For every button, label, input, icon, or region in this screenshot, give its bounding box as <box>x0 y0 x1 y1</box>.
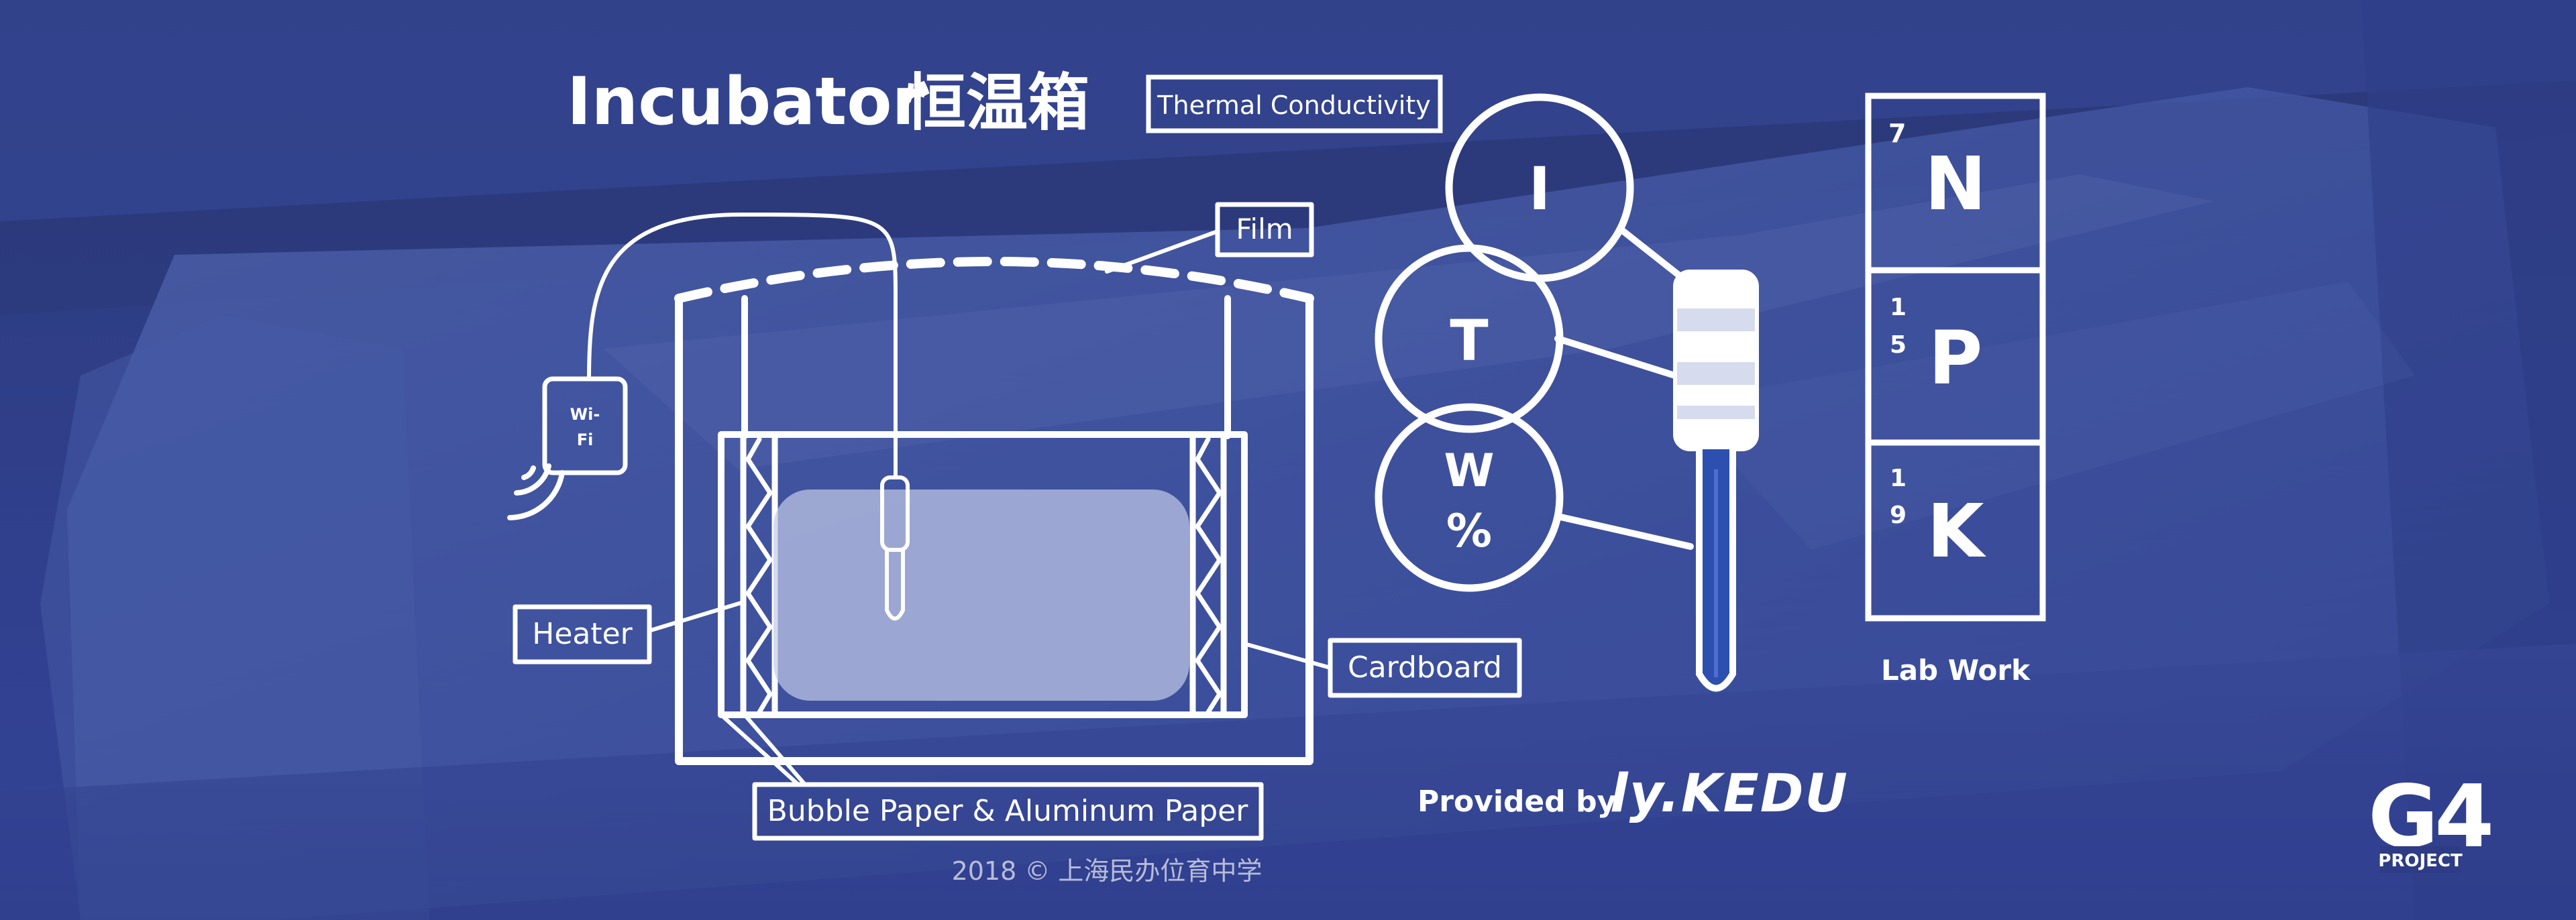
sensor-symbol-w: W <box>1444 445 1494 498</box>
project-logo-sub-frame <box>2380 846 2461 873</box>
provided-by-label: Provided by <box>1417 785 1616 819</box>
bubble-paper-right <box>1195 437 1222 715</box>
npk-p-number-1: 1 <box>1890 294 1907 321</box>
npk-p-symbol: P <box>1929 315 1983 401</box>
npk-cell-k <box>1865 439 2046 622</box>
outer-box <box>675 294 1313 765</box>
cardboard-label: Cardboard <box>1348 650 1502 685</box>
provider-logo: ly.KEDU <box>1610 764 1849 824</box>
npk-caption: Lab Work <box>1881 654 2031 687</box>
sensor-symbol-percent: % <box>1446 505 1492 558</box>
insulation-label-frame <box>752 782 1264 841</box>
bubble-paper-left <box>745 437 773 715</box>
npk-n-number: 7 <box>1888 119 1906 148</box>
badge-frame <box>1146 74 1443 133</box>
npk-k-symbol: K <box>1927 488 1986 574</box>
heater-label: Heater <box>532 617 633 651</box>
title-chinese: 恒温箱 <box>904 67 1089 139</box>
film-lid <box>674 257 1314 303</box>
probe-head <box>880 475 910 552</box>
wifi-label-line2: Fi <box>577 430 594 449</box>
insulation-label: Bubble Paper & Aluminum Paper <box>767 794 1249 828</box>
film-label-frame <box>1215 202 1314 257</box>
npk-table <box>1865 93 2046 622</box>
wifi-module <box>542 376 628 475</box>
wifi-label-line1: Wi- <box>570 405 600 424</box>
badge-thermal-conductivity: Thermal Conductivity <box>1157 91 1430 120</box>
project-logo-sub: PROJECT <box>2378 851 2463 871</box>
wifi-signal-icon <box>521 465 536 480</box>
sensor-cable <box>587 213 898 478</box>
npk-k-number-1: 1 <box>1890 465 1907 492</box>
cardboard-label-frame <box>1328 638 1522 698</box>
copyright-text: 2018 © 上海民办位育中学 <box>952 856 1263 886</box>
heater-label-frame <box>513 604 652 665</box>
soil-probe-icon <box>1673 270 1759 692</box>
sensor-circle-moisture <box>1375 403 1564 592</box>
npk-k-number-2: 9 <box>1890 502 1907 529</box>
soil-sample <box>773 490 1189 701</box>
probe-tip <box>885 548 905 621</box>
sensor-symbol-i: I <box>1529 154 1551 223</box>
incubator-diagram <box>507 202 1522 841</box>
npk-n-symbol: N <box>1925 141 1986 227</box>
title-english: Incubator <box>567 64 925 140</box>
sensor-diagram <box>1375 93 1697 592</box>
film-label: Film <box>1236 213 1293 245</box>
sensor-symbol-t: T <box>1450 308 1488 373</box>
npk-p-number-2: 5 <box>1890 331 1907 359</box>
